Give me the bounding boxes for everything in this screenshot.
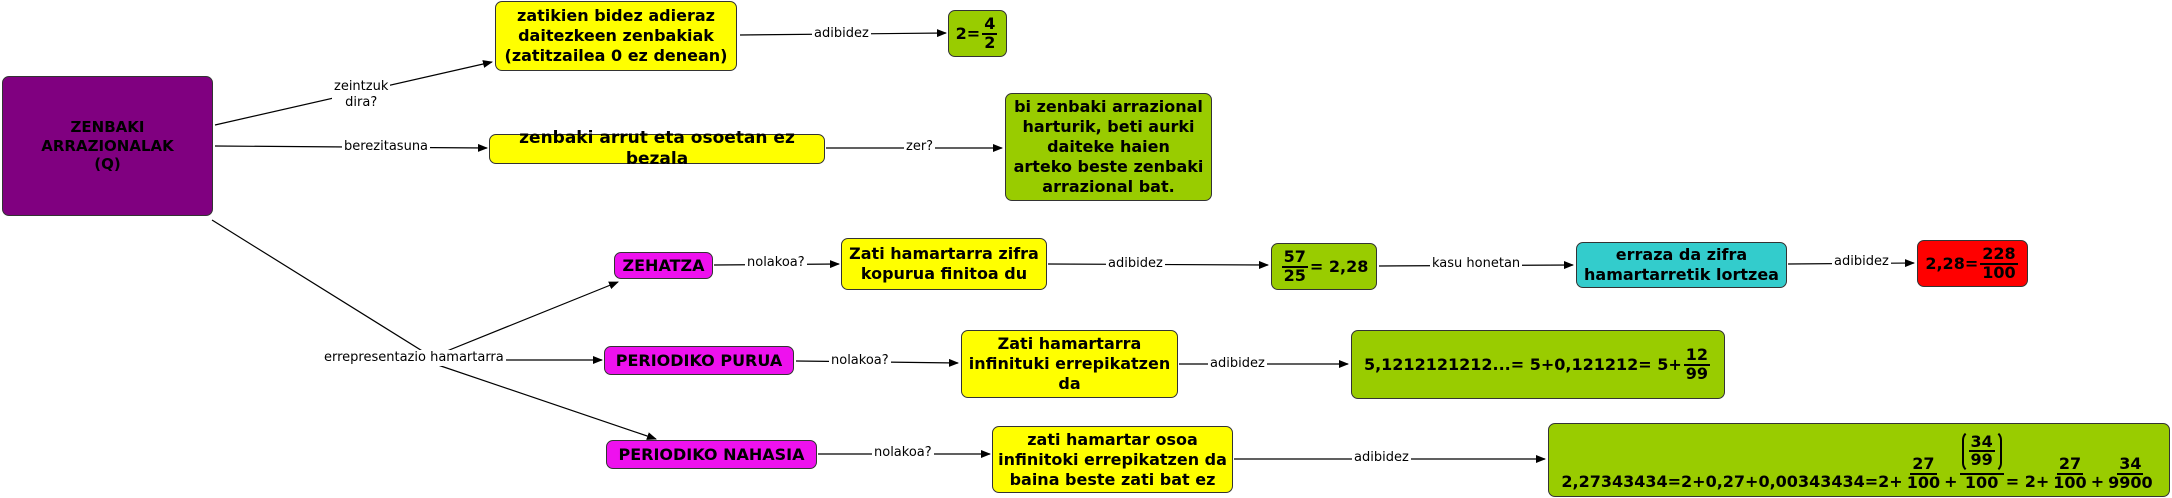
edge-decimal-mixed (431, 362, 657, 440)
property-node[interactable]: zenbaki arrut eta osoetan ez bezala (489, 128, 825, 169)
edge-label-nolakoa-exact: nolakoa? (745, 255, 807, 271)
edge-decimal-exact (431, 281, 619, 358)
edge-label-berezitasuna: berezitasuna (342, 139, 431, 155)
pure-node[interactable]: PERIODIKO PURUA (604, 346, 794, 375)
edge-label-errepresentazio: errepresentazio hamartarra (322, 350, 506, 366)
exact-node[interactable]: ZEHATZA (614, 252, 713, 279)
edge-label-adibidez-definition: adibidez (812, 26, 871, 42)
edge-label-adibidez-easy: adibidez (1832, 254, 1891, 270)
edge-label-nolakoa-mixed: nolakoa? (872, 445, 934, 461)
edge-root-decimal (211, 219, 492, 361)
edge-label-adibidez-pure: adibidez (1208, 356, 1267, 372)
edge-label-kasu-honetan: kasu honetan (1430, 256, 1523, 272)
mixed-node[interactable]: PERIODIKO NAHASIA (606, 440, 817, 469)
edge-label-nolakoa-pure: nolakoa? (829, 353, 891, 369)
edge-label-adibidez-exact: adibidez (1106, 256, 1165, 272)
edge-label-adibidez-mixed: adibidez (1352, 450, 1411, 466)
edge-label-zer: zer? (904, 139, 936, 155)
